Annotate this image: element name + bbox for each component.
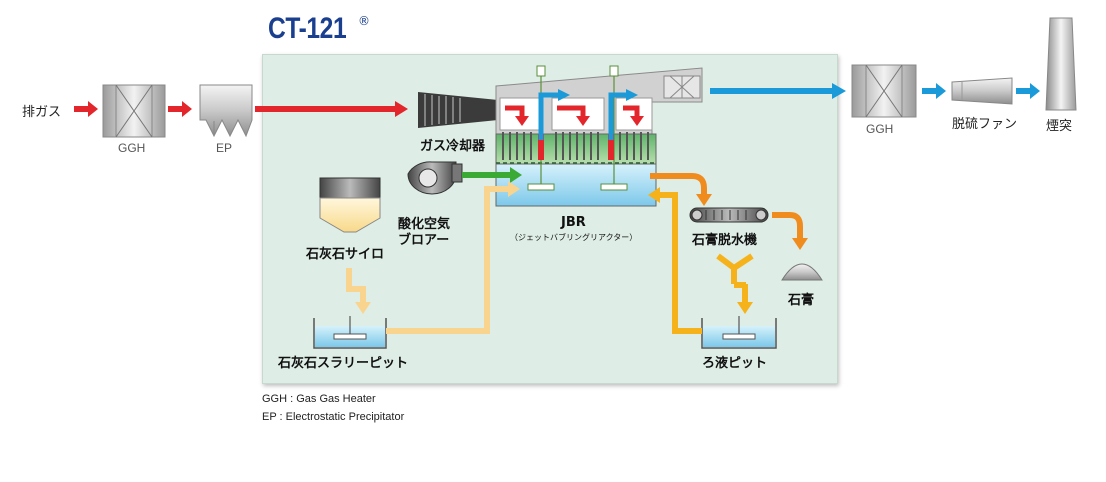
gypsum-pile [781,263,823,281]
gypsum-label: 石膏 [788,293,815,308]
page-title: CT-121 [268,12,347,45]
slurry-pit [313,316,387,349]
ggh-right-unit [851,64,917,118]
legend-ep: EP : Electrostatic Precipitator [262,411,405,423]
stack-unit [1045,17,1077,111]
gas-cooler-unit [418,92,498,128]
slurry-pit-label: 石灰石スラリーピット [278,356,409,371]
inlet-gas-label: 排ガス [22,105,62,120]
jbr-label: JBR [561,215,586,230]
desulf-fan-label: 脱硫ファン [952,117,1018,132]
limestone-silo [319,177,381,233]
gypsum-out-line [772,212,808,250]
desulf-fan-unit [951,77,1013,105]
jbr-vessel [495,65,703,207]
gas-cooler-label: ガス冷却器 [420,139,486,154]
ggh-to-fan-arrow [922,83,946,99]
limestone-silo-label: 石灰石サイロ [306,247,385,262]
inlet-arrow [74,101,98,117]
blower-label-1: 酸化空気 [398,217,451,232]
gypsum-dewaterer-label: 石膏脱水機 [692,233,758,248]
air-line [462,167,522,183]
flue-gas-line [255,101,408,117]
ggh-left-unit [102,84,166,138]
blower-label-2: ブロアー [398,233,450,248]
fan-to-stack-arrow [1016,83,1040,99]
registered-mark: ® [358,14,370,28]
stack-label: 煙突 [1046,119,1073,134]
filtrate-pit [701,316,777,349]
slurry-line [386,181,520,334]
ep-unit [199,84,253,138]
ggh-left-label: GGH [118,141,146,155]
ggh-right-label: GGH [866,122,894,136]
gypsum-dewaterer [689,207,769,223]
ggh-to-ep-arrow [168,101,192,117]
oxidation-air-blower [407,161,463,195]
limestone-feed-line [346,268,371,314]
filtrate-pit-label: ろ液ピット [702,356,768,371]
clean-gas-line [710,83,846,99]
legend-ggh: GGH : Gas Gas Heater [262,393,376,405]
filtrate-line [716,253,754,314]
gypsum-line [650,173,712,206]
ep-label: EP [216,141,233,155]
jbr-sub-label: （ジェットバブリングリアクター） [510,233,638,242]
filtrate-return-line [648,187,702,334]
